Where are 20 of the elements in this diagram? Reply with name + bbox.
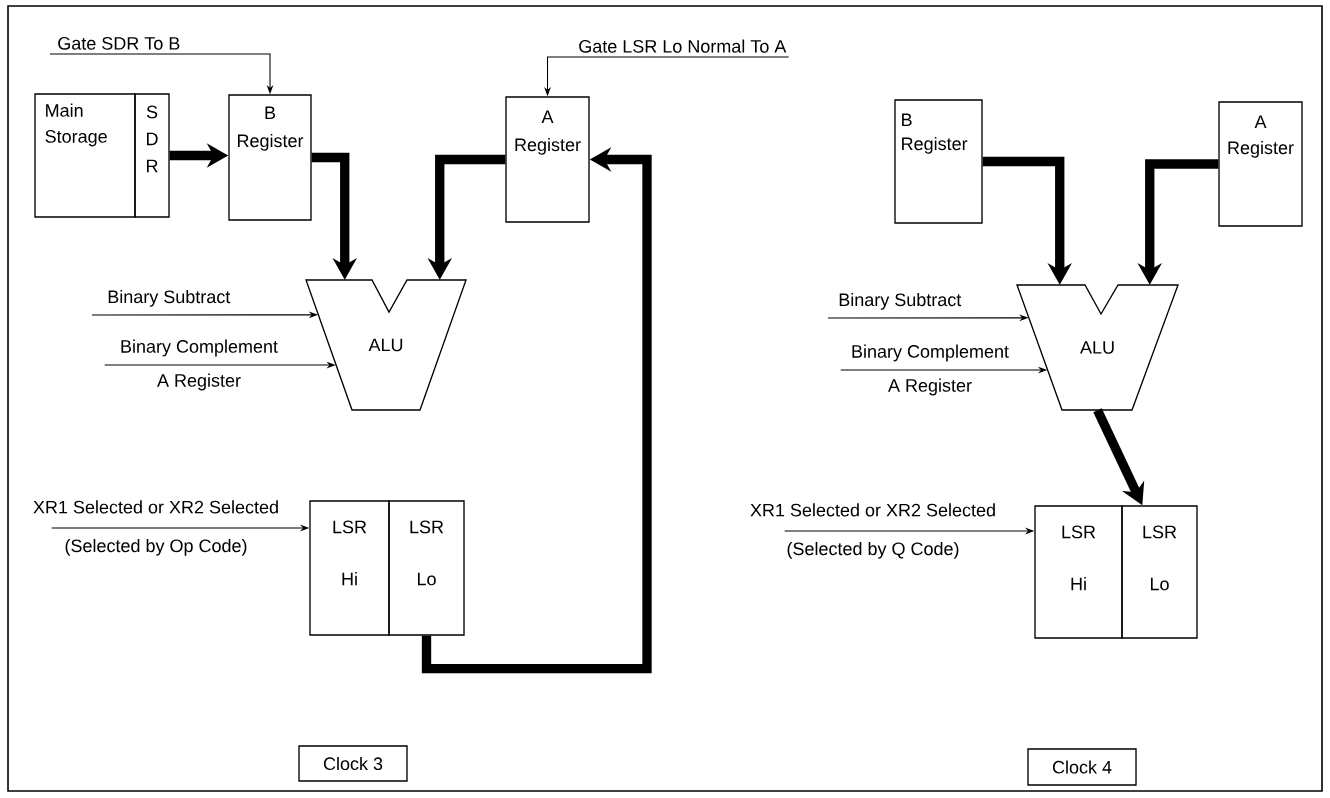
register-box: LSR Lo xyxy=(1121,505,1198,639)
signal-label: Gate LSR Lo Normal To A xyxy=(579,39,787,53)
register-box: A Register xyxy=(1218,101,1303,227)
register-box: LSR Hi xyxy=(1034,505,1123,639)
signal-label: Gate SDR To B xyxy=(58,37,180,50)
storage-box: Main Storage xyxy=(34,93,136,218)
clock-box: Clock 4 xyxy=(1027,748,1137,786)
signal-label: XR1 Selected or XR2 Selected (Selected by Op Code) xyxy=(33,500,278,556)
signal-label: Binary Subtract xyxy=(108,289,231,307)
register-box: LSR Hi xyxy=(309,500,390,636)
signal-label: Binary Subtract xyxy=(839,292,962,310)
signal-label: Binary Complement A Register xyxy=(121,339,278,391)
signal-label: Binary Complement A Register xyxy=(852,344,1009,396)
register-box: S D R xyxy=(134,93,170,218)
clock-box: Clock 3 xyxy=(298,745,408,782)
register-box: A Register xyxy=(505,96,590,223)
signal-label: XR1 Selected or XR2 Selected (Selected by Q Code) xyxy=(750,503,995,559)
register-box: B Register xyxy=(894,99,983,224)
register-box: B Register xyxy=(228,94,312,221)
register-box: LSR Lo xyxy=(388,500,465,636)
